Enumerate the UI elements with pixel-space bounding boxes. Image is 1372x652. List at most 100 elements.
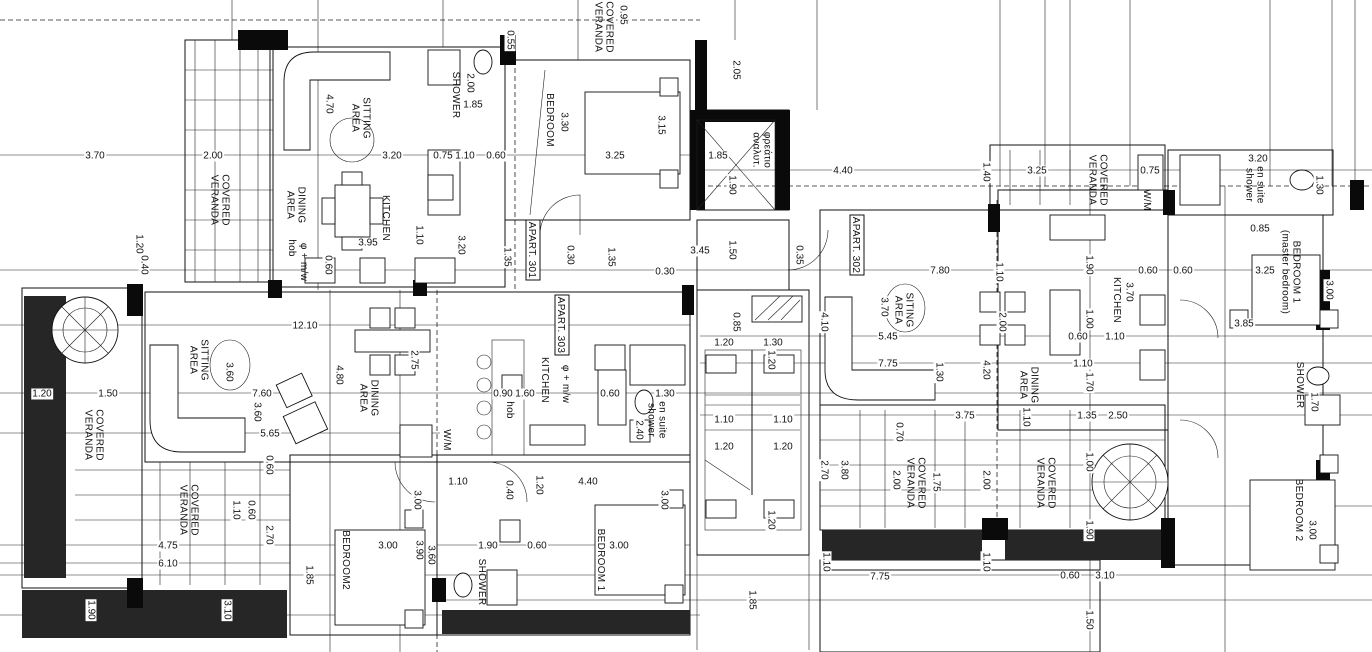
- dimension-label-background: [818, 459, 830, 482]
- room-label-line: VERANDA: [178, 485, 189, 535]
- dimension-label-background: [558, 111, 570, 134]
- dimension-label-background: [1313, 174, 1325, 197]
- label-holder: 0.90: [492, 388, 515, 400]
- dimension-label-background: [818, 311, 830, 334]
- label-holder: 3.30: [558, 111, 570, 134]
- dimension-label-background: [564, 244, 576, 267]
- dimension-label-background: [202, 150, 225, 162]
- dimension-label: 4.80: [334, 365, 345, 385]
- dimension-label: 4.70: [324, 94, 335, 114]
- dimension-label-background: [1139, 165, 1162, 177]
- label-holder: 1.20: [765, 349, 777, 372]
- room-label-line: KITCHEN: [1111, 277, 1122, 323]
- label-holder: KITCHEN: [1111, 277, 1122, 323]
- room-label-m-w: φ + m/w: [298, 243, 309, 282]
- dimension-label: 1.10: [1073, 359, 1093, 370]
- dimension-label-background: [462, 99, 485, 111]
- dimension-label-background: [929, 265, 952, 277]
- dimension-label-background: [408, 349, 420, 372]
- dimension-label: 0.85: [1250, 224, 1270, 235]
- dimension-label: 1.60: [515, 389, 535, 400]
- room-label-shower: SHOWER: [450, 72, 461, 119]
- label-holder: 1.10: [980, 551, 992, 574]
- dimension-label-background: [221, 599, 233, 622]
- label-holder: 1.30: [933, 361, 945, 384]
- dimension-label: 0.95: [618, 5, 629, 25]
- dimension-label-background: [707, 150, 730, 162]
- dimension-label: 3.60: [252, 402, 263, 422]
- label-holder: 3.00: [658, 489, 670, 512]
- dimension-label-background: [654, 388, 677, 400]
- apartment-label: APART. 303: [554, 294, 570, 356]
- room-label-line: en suite: [657, 401, 668, 439]
- label-holder: 0.60: [526, 540, 549, 552]
- dimension-label: 3.00: [609, 541, 629, 552]
- dimension-label-background: [432, 150, 455, 162]
- label-holder: 1.90: [477, 540, 500, 552]
- label-holder: SITINGAREA: [893, 292, 915, 327]
- label-holder: KITCHEN: [380, 195, 391, 241]
- dimension-label-background: [713, 441, 736, 453]
- dimension-label: 4.40: [833, 166, 853, 177]
- dimension-label-background: [504, 29, 516, 52]
- label-holder: 1.85: [462, 99, 485, 111]
- label-holder: 4.80: [333, 364, 345, 387]
- label-holder: 2.05: [730, 59, 742, 82]
- dimension-label-background: [980, 469, 992, 492]
- dimension-label-background: [1137, 265, 1160, 277]
- label-holder: 3.70: [1123, 281, 1135, 304]
- apartment-number: APART. 303: [555, 297, 566, 354]
- dimension-label-background: [980, 161, 992, 184]
- dimension-label-background: [765, 349, 777, 372]
- dimension-label: 1.20: [766, 350, 777, 370]
- dimension-label: 1.85: [708, 151, 728, 162]
- label-holder: 1.60: [514, 388, 537, 400]
- dimension-label-background: [333, 364, 345, 387]
- label-holder: 3.45: [689, 245, 712, 257]
- dimension-label-background: [608, 540, 631, 552]
- label-holder: 1.85: [707, 150, 730, 162]
- dimension-label-background: [377, 540, 400, 552]
- label-holder: 2.00: [996, 311, 1008, 334]
- dimension-label-background: [85, 599, 97, 622]
- label-holder: 12.10: [291, 320, 319, 332]
- dimension-label-background: [877, 358, 900, 370]
- dimension-label: 3.70: [879, 297, 890, 317]
- label-holder: 1.10: [447, 476, 470, 488]
- label-holder: φ + m/w: [298, 243, 309, 282]
- dimension-label: 3.60: [224, 362, 235, 382]
- room-label-line: AREA: [188, 346, 199, 374]
- room-label-line: DINING: [1029, 367, 1040, 404]
- dimension-label-background: [263, 524, 275, 547]
- dimension-label: 1.35: [1077, 411, 1097, 422]
- label-holder: 2.70: [263, 524, 275, 547]
- dimension-label-background: [1306, 519, 1318, 542]
- label-holder: COVEREDVERANDA: [905, 457, 927, 509]
- dimension-label-background: [762, 337, 785, 349]
- dimension-label: 1.20: [134, 234, 145, 254]
- label-holder: 1.90: [726, 174, 738, 197]
- dimension-label: 1.50: [98, 389, 118, 400]
- dimension-label-background: [1067, 331, 1090, 343]
- label-holder: 1.10: [454, 150, 477, 162]
- label-holder: 0.60: [599, 388, 622, 400]
- label-holder: 0.55: [504, 29, 516, 52]
- label-holder: 4.10: [818, 311, 830, 334]
- dimension-label: 1.00: [1084, 452, 1095, 472]
- dimension-label-background: [980, 551, 992, 574]
- label-holder: 1.30: [762, 337, 785, 349]
- room-label-line: VERANDA: [209, 175, 220, 225]
- label-holder: 0.95: [617, 4, 629, 27]
- label-holder: 1.20: [765, 509, 777, 532]
- label-holder: 0.75: [1139, 165, 1162, 177]
- dimension-label-background: [980, 359, 992, 382]
- dimension-label: 3.00: [378, 541, 398, 552]
- dimension-label-background: [713, 414, 736, 426]
- dimension-label: 7.75: [878, 359, 898, 370]
- label-holder: 1.90: [1083, 519, 1095, 542]
- room-label-line: SHOWER: [1294, 362, 1305, 409]
- dimension-label: 1.50: [727, 240, 738, 260]
- dimension-label: 0.30: [655, 267, 675, 278]
- room-label-line: BEDROOM: [544, 93, 555, 147]
- dimension-label-background: [31, 388, 54, 400]
